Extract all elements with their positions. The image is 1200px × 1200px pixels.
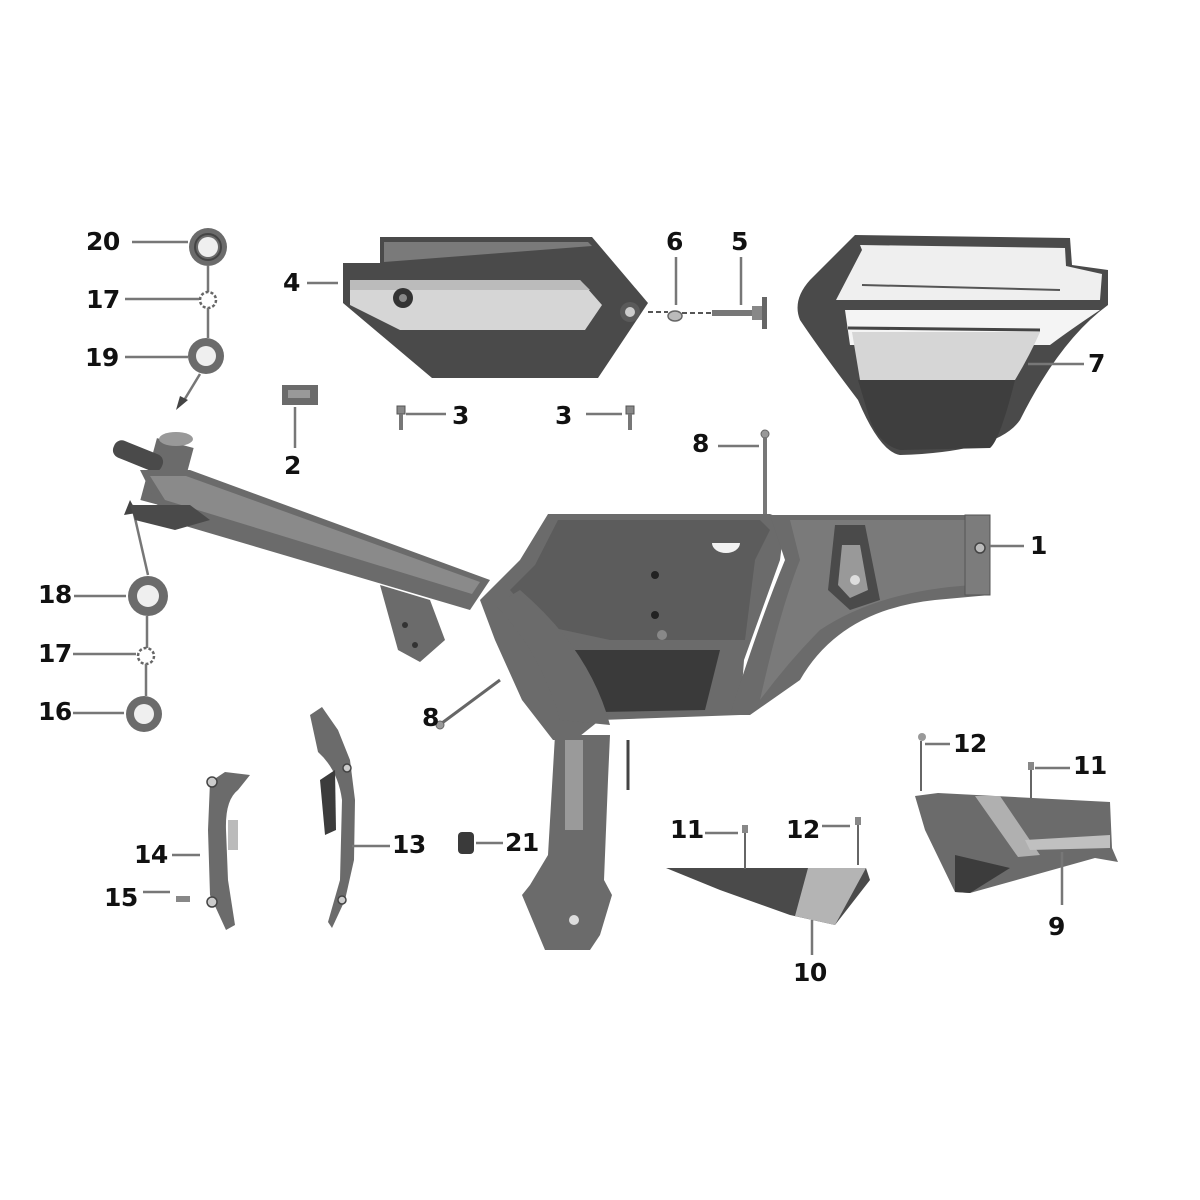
callout-11b: 11 xyxy=(1073,751,1107,780)
bearing-cone-20 xyxy=(189,228,227,266)
cover-fastener-5 xyxy=(712,297,767,329)
callout-21: 21 xyxy=(505,828,539,857)
callout-18: 18 xyxy=(38,580,72,609)
arrow-down-icon xyxy=(176,396,188,410)
bolt-3-right xyxy=(625,405,635,430)
lower-cover-9 xyxy=(915,793,1118,893)
callout-11a: 11 xyxy=(670,815,704,844)
callout-13: 13 xyxy=(392,830,426,859)
callout-20: 20 xyxy=(86,227,120,256)
callout-12b: 12 xyxy=(953,729,987,758)
callout-1: 1 xyxy=(1030,531,1047,560)
chain-guard-14 xyxy=(206,772,250,930)
right-side-cover xyxy=(797,235,1108,455)
screw-11-right xyxy=(1028,762,1034,798)
callout-7: 7 xyxy=(1088,349,1105,378)
callout-3b: 3 xyxy=(555,401,572,430)
lower-cover-10 xyxy=(666,868,870,925)
callout-8a: 8 xyxy=(692,429,709,458)
callout-10: 10 xyxy=(793,958,827,987)
callout-15: 15 xyxy=(104,883,138,912)
rubber-plug-21 xyxy=(458,832,474,854)
bearing-cup-19 xyxy=(188,338,224,374)
callout-12a: 12 xyxy=(786,815,820,844)
callout-4: 4 xyxy=(283,268,300,297)
callout-9: 9 xyxy=(1048,912,1065,941)
main-frame xyxy=(112,432,991,950)
left-side-cover xyxy=(343,237,648,378)
callout-5: 5 xyxy=(731,227,748,256)
bearing-cup-18 xyxy=(128,576,168,616)
bracket-clip-2 xyxy=(282,385,318,405)
bolt-3-left xyxy=(396,405,406,430)
callout-3a: 3 xyxy=(452,401,469,430)
callout-2: 2 xyxy=(284,451,301,480)
long-bolt-8-top xyxy=(760,429,770,515)
bearing-cup-16 xyxy=(126,696,162,732)
callout-16: 16 xyxy=(38,697,72,726)
chain-guard-13 xyxy=(310,707,355,928)
screw-12-right xyxy=(918,733,926,791)
callout-17a: 17 xyxy=(86,285,120,314)
callout-14: 14 xyxy=(134,840,168,869)
callout-6: 6 xyxy=(666,227,683,256)
callout-8b: 8 xyxy=(422,703,439,732)
screw-12-left xyxy=(855,817,861,865)
long-bolt-8-lower xyxy=(435,678,501,730)
ball-race-17-upper xyxy=(198,290,218,310)
callout-17b: 17 xyxy=(38,639,72,668)
grommet-6 xyxy=(667,310,683,322)
callout-19: 19 xyxy=(85,343,119,372)
screw-11-left xyxy=(742,825,748,869)
ball-race-17-lower xyxy=(136,646,156,666)
small-bolt-15 xyxy=(176,896,190,902)
